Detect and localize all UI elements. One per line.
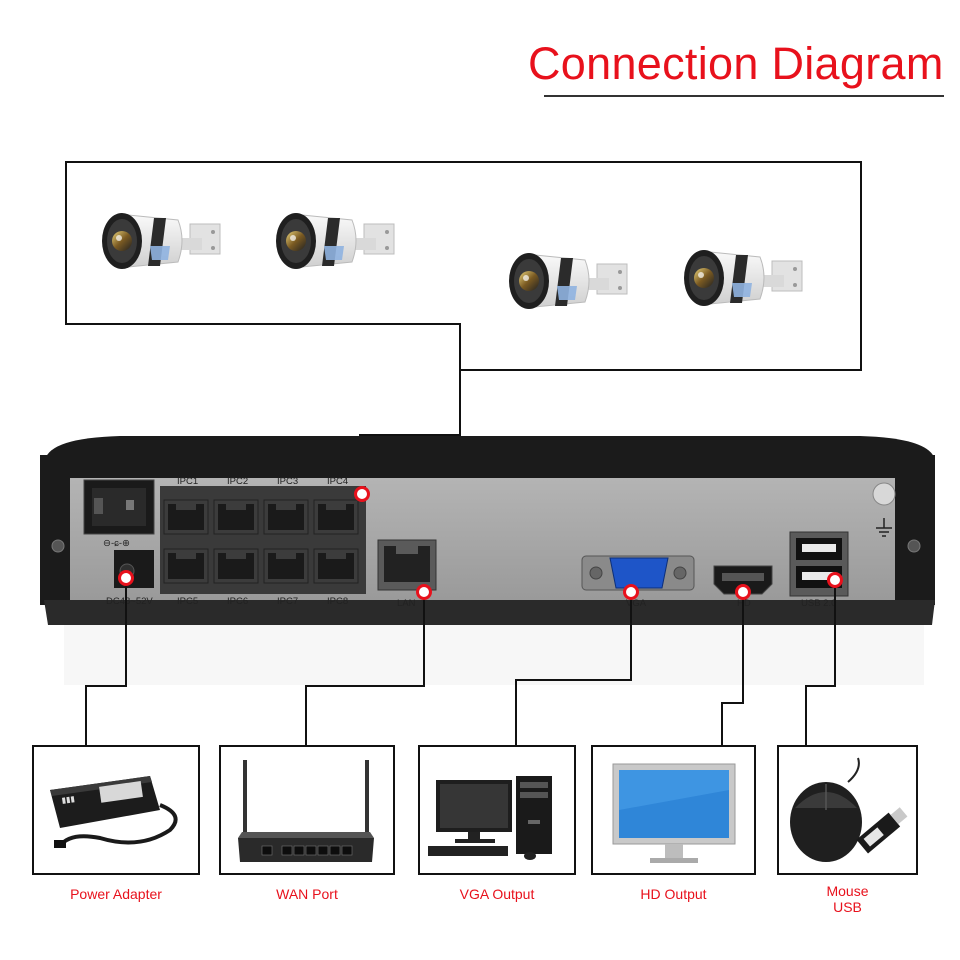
power-polarity-symbol: ⊖-ɕ-⊕ [103, 538, 130, 549]
svg-text:▮▮▮: ▮▮▮ [61, 794, 75, 805]
line-lan [305, 592, 425, 746]
line-power [85, 578, 127, 746]
box-hd-output [591, 745, 756, 875]
ip-camera-1 [101, 212, 221, 270]
ip-camera-4 [683, 249, 803, 307]
ground-icon [876, 518, 892, 537]
caption-hd-output: HD Output [640, 886, 707, 902]
box-vga-output [418, 745, 576, 875]
box-power-adapter [32, 745, 200, 875]
marker-hd [735, 584, 751, 600]
ipc-port-block [160, 486, 366, 594]
mouse-usb-image [790, 757, 908, 862]
line-usb [805, 580, 836, 746]
line-hd [721, 592, 744, 746]
marker-vga [623, 584, 639, 600]
caption-mouse: Mouse [826, 883, 869, 899]
vga-port-label: VGA [626, 598, 647, 609]
power-adapter-image: ▮▮▮ [50, 776, 178, 848]
caption-wan-port: WAN Port [276, 886, 338, 902]
usb-port-label: USB 2.0 [801, 598, 836, 609]
usb-ports [789, 531, 849, 597]
ipc1-label: IPC1 [177, 476, 198, 487]
power-switch [83, 479, 155, 535]
caption-power-adapter: Power Adapter [70, 886, 162, 902]
marker-ipc4 [354, 486, 370, 502]
marker-usb [827, 572, 843, 588]
ipc4-label: IPC4 [327, 476, 348, 487]
marker-power [118, 570, 134, 586]
power-port-label: DC48~52V [106, 596, 153, 607]
ip-camera-2 [275, 212, 395, 270]
desktop-pc-image [428, 776, 552, 860]
ipc7-label: IPC7 [277, 596, 298, 607]
caption-usb: USB [833, 899, 862, 915]
box-mouse-usb [777, 745, 918, 875]
box-wan-port [219, 745, 395, 875]
title-underline [544, 95, 944, 97]
hd-monitor-image [612, 763, 736, 863]
ipc2-label: IPC2 [227, 476, 248, 487]
vga-port [581, 555, 695, 591]
router-image [238, 760, 374, 862]
diagram-title: Connection Diagram [528, 38, 944, 89]
ipc5-label: IPC5 [177, 596, 198, 607]
ipc3-label: IPC3 [277, 476, 298, 487]
lan-port-label: LAN [397, 598, 416, 609]
hd-port [713, 565, 773, 595]
line-vga [515, 592, 632, 746]
ground-screw [872, 482, 896, 506]
ipc8-label: IPC8 [327, 596, 348, 607]
caption-vga-output: VGA Output [459, 886, 535, 902]
lan-port [377, 539, 437, 591]
marker-lan [416, 584, 432, 600]
ipc6-label: IPC6 [227, 596, 248, 607]
ip-camera-3 [508, 252, 628, 310]
